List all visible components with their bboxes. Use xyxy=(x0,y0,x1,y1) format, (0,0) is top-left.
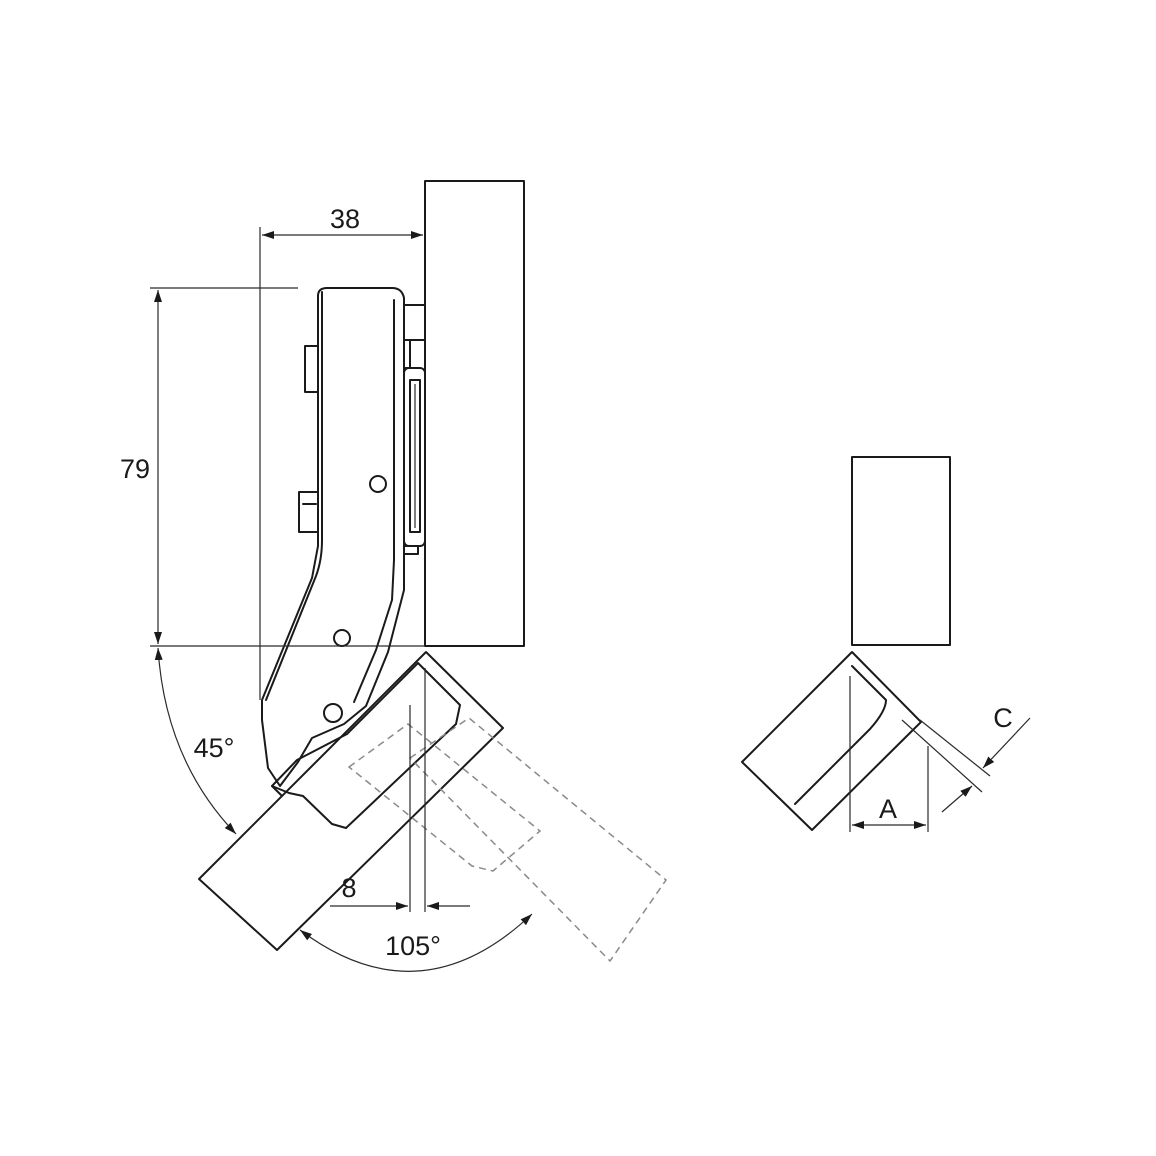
dimension-a-label: A xyxy=(879,794,897,824)
dimension-8-label: 8 xyxy=(341,873,356,903)
dimension-79: 79 xyxy=(120,290,162,644)
dimension-c: C xyxy=(941,703,1031,813)
dimension-angle-45: 45° xyxy=(154,647,237,835)
mounting-plate xyxy=(403,304,426,555)
dimension-38: 38 xyxy=(262,204,423,239)
hinge-arm xyxy=(261,287,405,787)
dimension-38-label: 38 xyxy=(330,204,360,234)
dimension-8: 8 xyxy=(330,873,470,910)
angle-45-label: 45° xyxy=(194,733,235,763)
detail-door xyxy=(741,651,922,831)
detail-cabinet-panel xyxy=(851,456,951,646)
dimension-79-label: 79 xyxy=(120,454,150,484)
angle-105-label: 105° xyxy=(385,931,441,961)
door-45-degrees xyxy=(198,651,504,951)
dimension-angle-105: 105° xyxy=(299,913,533,972)
dimension-c-label: C xyxy=(993,703,1013,733)
extension-lines xyxy=(150,227,426,912)
cabinet-side-panel xyxy=(424,180,525,647)
detail-extension-lines xyxy=(849,676,991,832)
dimension-a: A xyxy=(852,794,926,829)
door-105-degrees-dashed xyxy=(347,717,668,963)
